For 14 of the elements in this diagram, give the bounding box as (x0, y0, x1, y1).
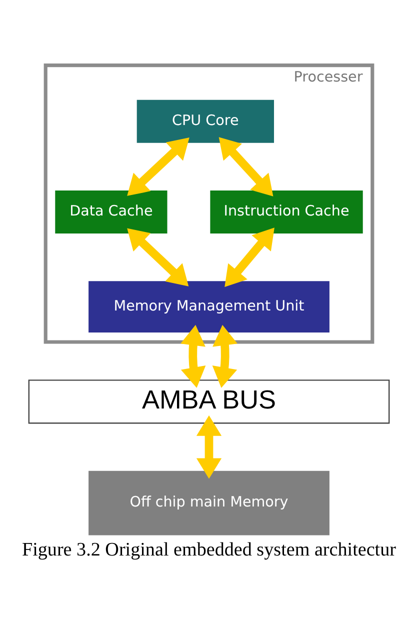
arrow (127, 137, 190, 196)
node-box: Memory Management Unit (88, 280, 330, 332)
node-box: Data Cache (55, 190, 168, 233)
node-box: AMBA BUS (28, 379, 390, 424)
arrow (127, 228, 189, 286)
arrow (218, 136, 274, 196)
node-box: Off chip main Memory (88, 470, 330, 535)
arrow (180, 324, 206, 388)
arrow (212, 324, 238, 388)
caption: Figure 3.2 Original embedded system architectur (22, 538, 396, 560)
arrow (224, 227, 274, 287)
node-box: Instruction Cache (210, 190, 363, 233)
node-box: CPU Core (136, 99, 274, 142)
arrow (196, 414, 222, 478)
